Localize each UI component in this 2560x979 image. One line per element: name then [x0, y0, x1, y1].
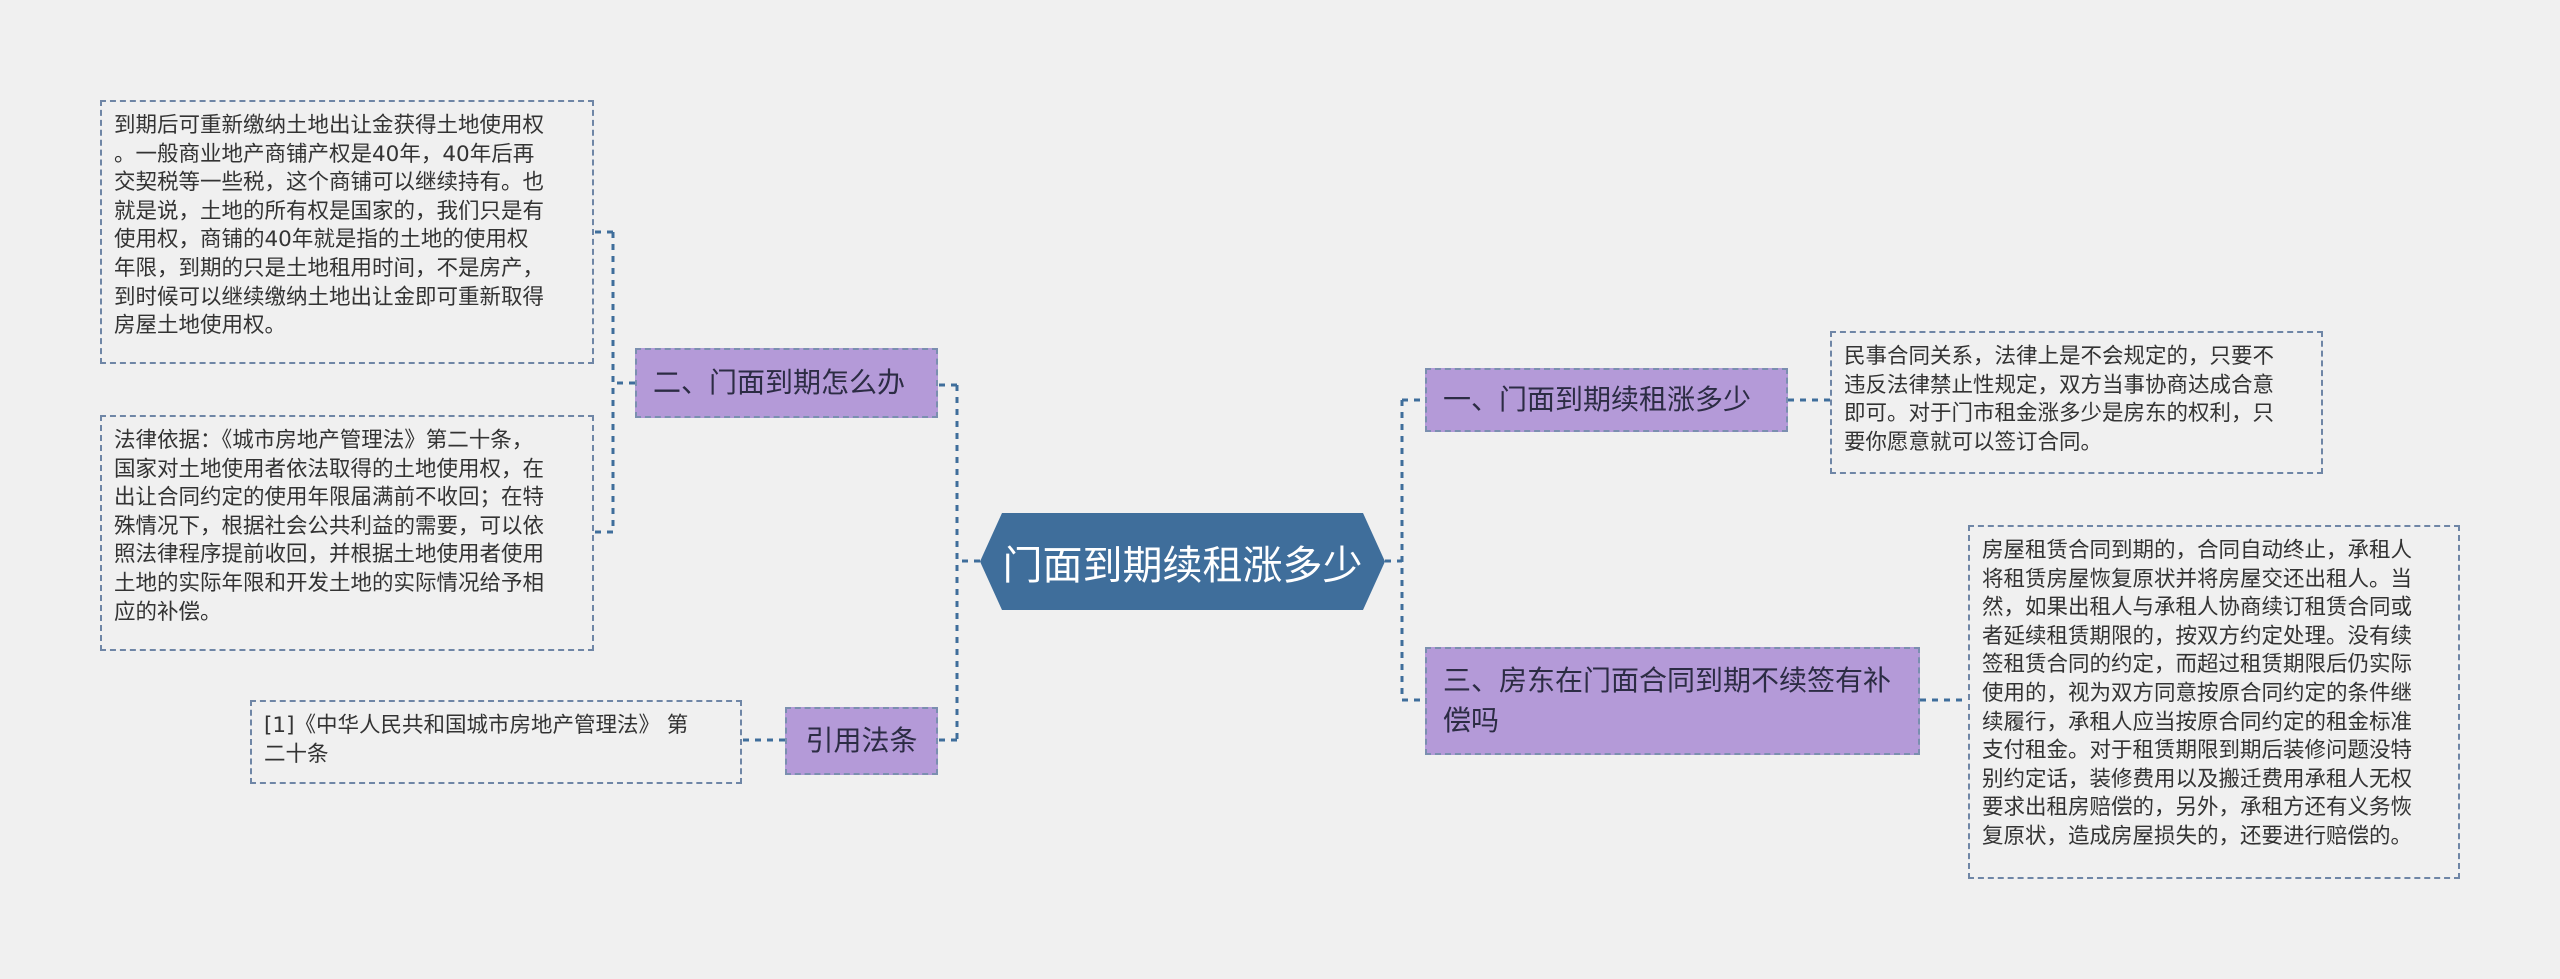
topic-expiry-what-to-do-label: 二、门面到期怎么办	[653, 366, 906, 399]
topic-renewal-increase-label: 一、门面到期续租涨多少	[1443, 383, 1752, 416]
connector-t2-leaves	[594, 230, 635, 534]
leaf-legal-basis-detail[interactable]: 法律依据：《城市房地产管理法》第二十条， 国家对土地使用者依法取得的土地使用权，…	[100, 415, 594, 651]
topic-renewal-increase[interactable]: 一、门面到期续租涨多少	[1425, 368, 1788, 432]
leaf-renewal-increase-detail[interactable]: 民事合同关系，法律上是不会规定的，只要不 违反法律禁止性规定，双方当事协商达成合…	[1830, 331, 2323, 474]
leaf-legal-basis-text: 法律依据：《城市房地产管理法》第二十条， 国家对土地使用者依法取得的土地使用权，…	[114, 428, 545, 625]
leaf-renewal-increase-text: 民事合同关系，法律上是不会规定的，只要不 违反法律禁止性规定，双方当事协商达成合…	[1844, 344, 2275, 455]
leaf-compensation-detail[interactable]: 房屋租赁合同到期的，合同自动终止，承租人 将租赁房屋恢复原状并将房屋交还出租人。…	[1968, 525, 2460, 879]
leaf-compensation-text: 房屋租赁合同到期的，合同自动终止，承租人 将租赁房屋恢复原状并将房屋交还出租人。…	[1982, 538, 2413, 849]
topic-landlord-compensation[interactable]: 三、房东在门面合同到期不续签有补偿吗	[1425, 647, 1920, 755]
leaf-cited-law-text: [1]《中华人民共和国城市房地产管理法》 第 二十条	[264, 713, 689, 767]
leaf-cited-law-detail[interactable]: [1]《中华人民共和国城市房地产管理法》 第 二十条	[250, 700, 742, 784]
central-topic-label: 门面到期续租涨多少	[1002, 542, 1363, 589]
connector-center-left	[938, 383, 980, 742]
topic-cited-law-label: 引用法条	[805, 724, 918, 757]
topic-landlord-compensation-label: 三、房东在门面合同到期不续签有补偿吗	[1443, 664, 1892, 737]
central-topic[interactable]: 门面到期续租涨多少	[980, 513, 1385, 610]
topic-expiry-what-to-do[interactable]: 二、门面到期怎么办	[635, 348, 938, 418]
connector-center-right	[1385, 398, 1425, 702]
leaf-land-use-right-detail[interactable]: 到期后可重新缴纳土地出让金获得土地使用权 。一般商业地产商铺产权是40年，40年…	[100, 100, 594, 364]
leaf-land-use-right-text: 到期后可重新缴纳土地出让金获得土地使用权 。一般商业地产商铺产权是40年，40年…	[114, 113, 545, 339]
topic-cited-law[interactable]: 引用法条	[785, 707, 938, 775]
